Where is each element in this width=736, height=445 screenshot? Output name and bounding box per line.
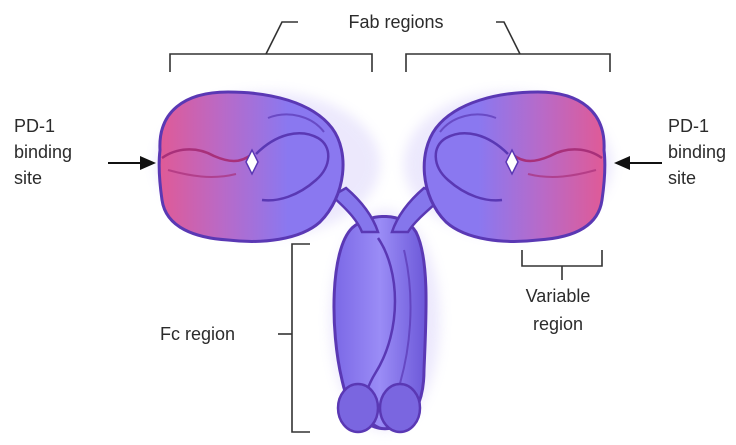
heavy-chain-fab-right: [424, 92, 605, 241]
left-site-line-3: site: [14, 168, 42, 188]
variable-region-bracket: [522, 250, 602, 280]
right-site-line-1: PD-1: [668, 116, 709, 136]
right-site-line-3: site: [668, 168, 696, 188]
fc-region-label: Fc region: [160, 324, 235, 344]
right-pd1-arrow: [614, 156, 662, 170]
left-site-line-1: PD-1: [14, 116, 55, 136]
right-binding-site-label: PD-1 binding site: [668, 116, 726, 188]
right-site-line-2: binding: [668, 142, 726, 162]
left-pd1-arrow: [108, 156, 156, 170]
left-binding-site-label: PD-1 binding site: [14, 116, 72, 188]
variable-region-line-1: Variable: [526, 286, 591, 306]
fc-stem: [334, 216, 426, 432]
fc-region-bracket: [278, 244, 310, 432]
fab-regions-label: Fab regions: [348, 12, 443, 32]
heavy-chain-fab-left: [159, 92, 343, 241]
left-site-line-2: binding: [14, 142, 72, 162]
variable-region-line-2: region: [533, 314, 583, 334]
